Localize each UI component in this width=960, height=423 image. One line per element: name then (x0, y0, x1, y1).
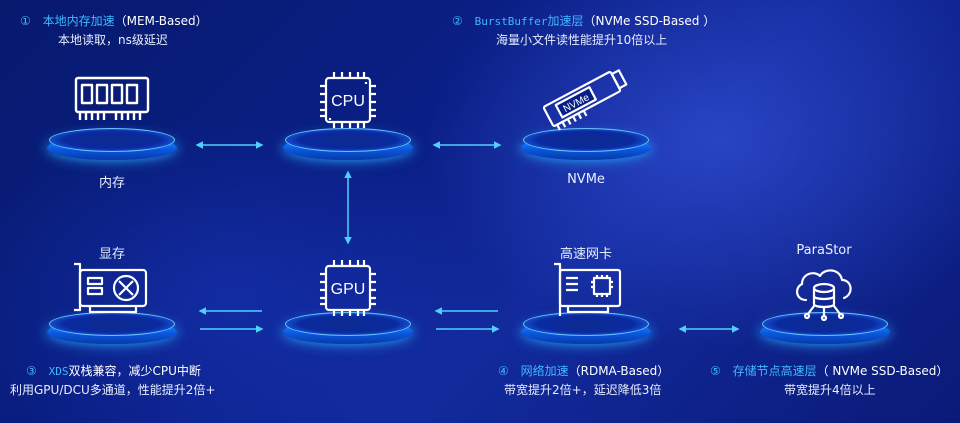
cpu-chip-label: CPU (331, 93, 365, 110)
note-paren: （RDMA-Based） (568, 364, 670, 378)
note-xds-detail: 利用GPU/DCU多通道，性能提升2倍+ (10, 383, 216, 397)
node-label-parastor: ParaStor (796, 243, 852, 258)
gpu-chip-icon: GPU (320, 260, 376, 316)
platform-cpu (273, 128, 423, 166)
note-local-memory: ① 本地内存加速（MEM-Based） 本地读取，ns级延迟 (20, 12, 208, 50)
platform-vram (37, 312, 187, 350)
note-network-title: ④ 网络加速（RDMA-Based） (498, 362, 669, 381)
note-network-detail: 带宽提升2倍+，延迟降低3倍 (504, 383, 662, 397)
note-burstbuffer: ② BurstBuffer加速层（NVMe SSD-Based ） 海量小文件读… (452, 12, 715, 50)
note-title: 存储节点高速层 (732, 364, 817, 378)
note-number: ② (452, 14, 463, 28)
note-xds-title: ③ XDS双栈兼容，减少CPU中断 (10, 362, 215, 381)
note-title: 网络加速 (520, 364, 569, 378)
note-storage-node-title: ⑤ 存储节点高速层（ NVMe SSD-Based） (710, 362, 948, 381)
platform-gpu (273, 312, 423, 350)
note-number: ① (20, 14, 31, 28)
nvme-ssd-icon: NVMe (542, 69, 628, 131)
cloud-database-icon (796, 269, 852, 322)
node-label-nvme: NVMe (567, 172, 605, 187)
platform-nvme (511, 128, 661, 166)
note-paren: （ NVMe SSD-Based） (816, 364, 949, 378)
note-title-mono: XDS (48, 365, 69, 378)
note-local-memory-title: ① 本地内存加速（MEM-Based） (20, 12, 208, 31)
cpu-chip-icon: CPU (320, 72, 376, 128)
node-label-vram: 显存 (98, 247, 125, 262)
note-burstbuffer-title: ② BurstBuffer加速层（NVMe SSD-Based ） (452, 12, 715, 31)
note-title-mono: BurstBuffer (474, 15, 548, 28)
note-number: ③ (26, 364, 37, 378)
node-label-memory: 内存 (98, 176, 125, 191)
note-network: ④ 网络加速（RDMA-Based） 带宽提升2倍+，延迟降低3倍 (498, 362, 669, 400)
note-local-memory-detail: 本地读取，ns级延迟 (58, 33, 168, 47)
note-paren: （NVMe SSD-Based ） (583, 14, 716, 28)
platform-parastor (750, 312, 900, 350)
platform-nic (511, 312, 661, 350)
note-paren: （MEM-Based） (114, 14, 208, 28)
note-xds: ③ XDS双栈兼容，减少CPU中断 利用GPU/DCU多通道，性能提升2倍+ (10, 362, 215, 400)
note-title: 加速层 (547, 14, 584, 28)
platform-memory (37, 128, 187, 166)
note-number: ④ (498, 364, 509, 378)
note-title: 本地内存加速 (42, 14, 115, 28)
gpu-chip-label: GPU (331, 281, 366, 298)
note-number: ⑤ (710, 364, 721, 378)
note-storage-node: ⑤ 存储节点高速层（ NVMe SSD-Based） 带宽提升4倍以上 (710, 362, 948, 400)
network-card-icon (554, 262, 622, 316)
memory-stick-icon (74, 76, 150, 120)
node-label-nic: 高速网卡 (559, 247, 612, 262)
note-storage-node-detail: 带宽提升4倍以上 (784, 383, 876, 397)
note-burstbuffer-detail: 海量小文件读性能提升10倍以上 (496, 33, 668, 47)
graphics-card-icon (74, 262, 148, 314)
note-text: 双栈兼容，减少CPU中断 (68, 364, 201, 378)
